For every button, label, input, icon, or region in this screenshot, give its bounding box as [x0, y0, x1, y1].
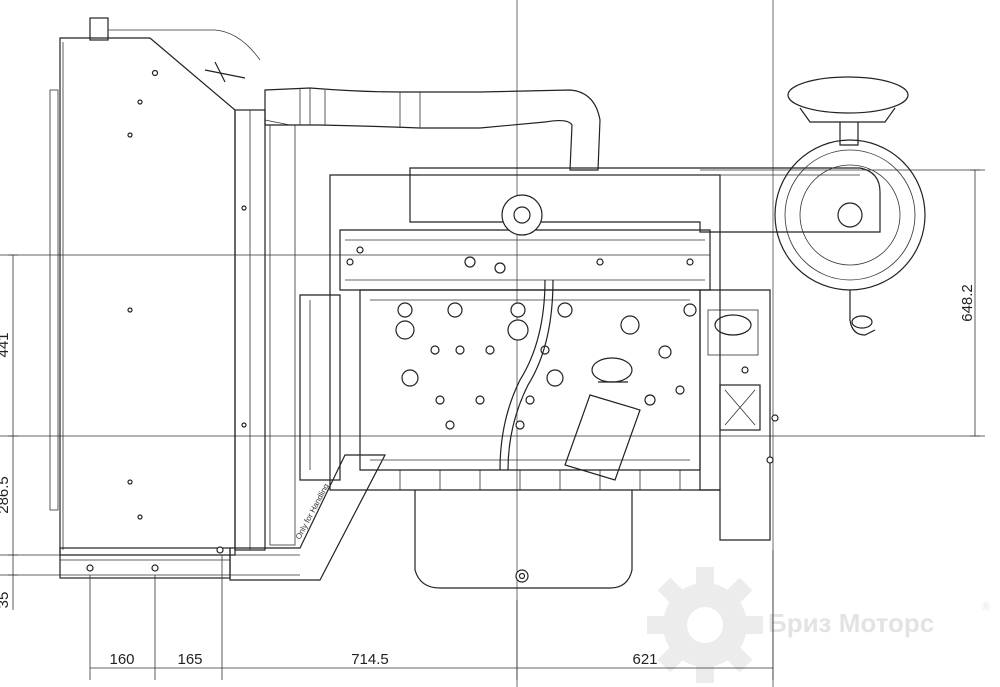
dim-bottom-3: 714.5 — [351, 651, 389, 668]
registered-mark: ® — [982, 601, 990, 613]
left-dimensions: 441 286.5 35 — [0, 254, 18, 610]
radiator — [49, 17, 296, 556]
base-frame: Only for Handling — [59, 454, 386, 581]
gear-icon — [647, 567, 763, 683]
handling-label: Only for Handling — [294, 482, 331, 541]
right-dimension: 648.2 — [959, 169, 980, 437]
intake-pipe — [409, 167, 881, 236]
right-brackets — [699, 289, 779, 541]
dim-left-upper: 441 — [0, 332, 12, 357]
bottom-dimensions: 160 165 714.5 621 — [89, 550, 774, 680]
oil-filter — [564, 357, 641, 481]
watermark-text: Бриз Моторс — [768, 608, 934, 638]
watermark: Бриз Моторс ® — [647, 567, 990, 683]
dim-bottom-4: 621 — [632, 651, 657, 668]
dim-bottom-1: 160 — [109, 651, 134, 668]
dim-bottom-2: 165 — [177, 651, 202, 668]
air-filter — [774, 76, 926, 336]
dim-left-lower: 35 — [0, 592, 12, 609]
dim-right-height: 648.2 — [959, 284, 976, 322]
engine-block — [299, 174, 721, 589]
upper-hoses — [204, 61, 601, 171]
dim-left-middle: 286.5 — [0, 476, 12, 514]
